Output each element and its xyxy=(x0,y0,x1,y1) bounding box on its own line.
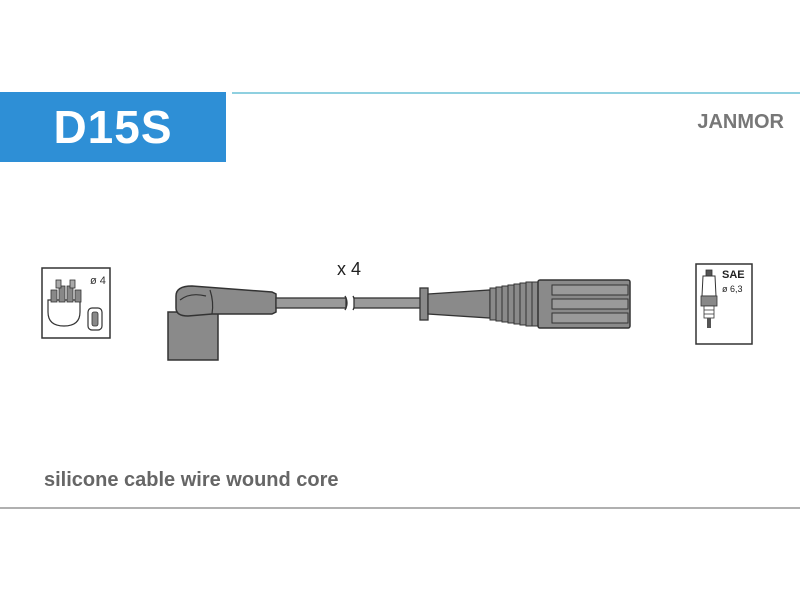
cable-description: silicone cable wire wound core xyxy=(44,469,339,491)
plug-size-label: ø 6,3 xyxy=(722,284,743,294)
brand-name: JANMOR xyxy=(697,111,784,133)
part-code-badge: D15S xyxy=(0,92,226,162)
cable-segment-left xyxy=(275,297,347,309)
footer-rule xyxy=(0,507,800,509)
distributor-size-label: ø 4 xyxy=(90,275,106,287)
plug-standard-label: SAE xyxy=(722,269,745,281)
ignition-lead-diagram: ø 4 x 4 xyxy=(41,259,753,361)
angled-boot xyxy=(167,285,277,361)
cable-segment-right xyxy=(353,297,423,309)
straight-boot xyxy=(419,279,631,329)
distributor-cap-icon xyxy=(41,267,111,339)
quantity-label: x 4 xyxy=(337,259,361,279)
part-code: D15S xyxy=(53,101,173,153)
header-rule xyxy=(232,92,800,94)
spark-plug-icon xyxy=(695,263,753,345)
